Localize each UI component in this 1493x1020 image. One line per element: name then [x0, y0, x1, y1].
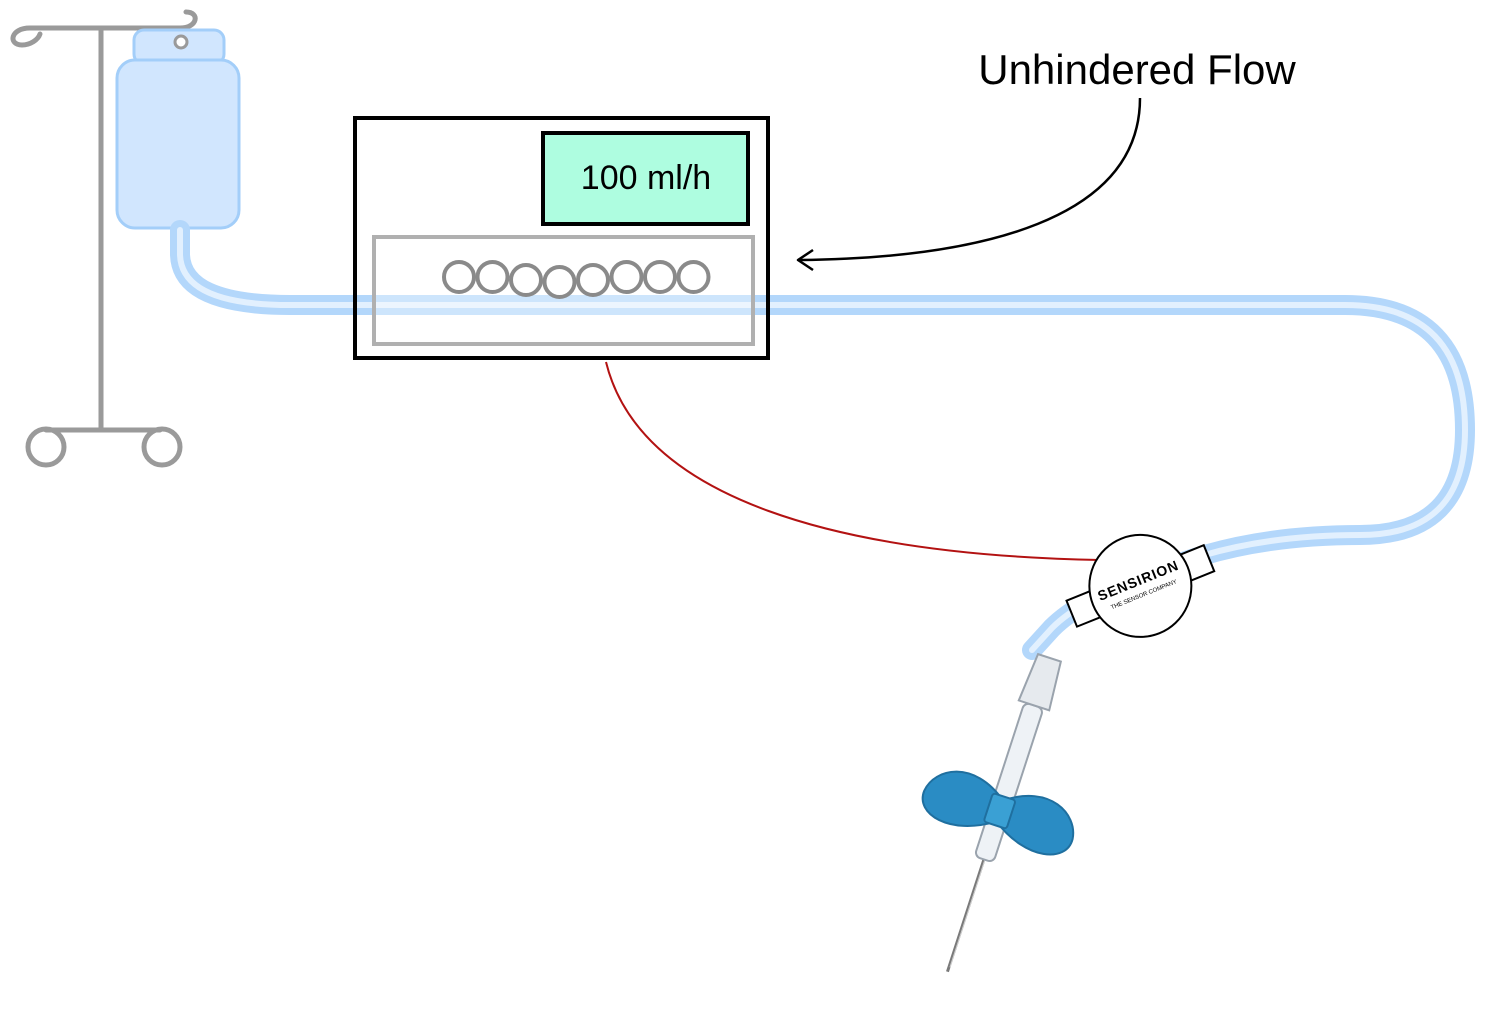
butterfly-needle — [921, 652, 1075, 973]
iv-bag-body — [115, 58, 241, 230]
flow-sensor: SENSIRION THE SENSOR COMPANY — [1065, 533, 1216, 638]
annotation-arrowhead — [796, 248, 814, 272]
annotation-arrow — [799, 97, 1142, 262]
sensor-body — [1088, 533, 1193, 638]
pump-roller — [542, 265, 577, 299]
pump-display — [541, 131, 750, 226]
pump-housing — [353, 116, 770, 360]
iv-wheel-left — [25, 426, 67, 468]
needle-wing-right — [995, 794, 1075, 856]
needle-wing-left — [921, 770, 1005, 827]
pump-roller — [509, 263, 543, 297]
needle-shaft-highlight — [949, 859, 986, 968]
iv-bag-hanger-hole — [173, 34, 189, 50]
pump-roller — [442, 260, 476, 294]
infusion-pump: 100 ml/h — [353, 116, 770, 360]
pump-rollers — [442, 260, 711, 299]
iv-bag — [115, 28, 241, 230]
pump-roller — [609, 260, 644, 294]
needle-shaft — [946, 857, 986, 973]
iv-hook-left — [10, 25, 43, 48]
iv-hook-right — [177, 9, 198, 31]
pump-roller — [676, 260, 711, 294]
iv-wheel-right — [141, 426, 183, 468]
annotation-label: Unhindered Flow — [978, 46, 1296, 93]
sensor-cable — [605, 361, 1101, 561]
needle-wing-center — [983, 792, 1016, 830]
pump-roller — [643, 260, 677, 294]
pump-roller — [576, 263, 610, 297]
iv-stand — [10, 9, 198, 468]
pump-display-value: 100 ml/h — [581, 159, 711, 197]
needle-connector — [1017, 652, 1063, 712]
pump-roller — [475, 260, 510, 294]
